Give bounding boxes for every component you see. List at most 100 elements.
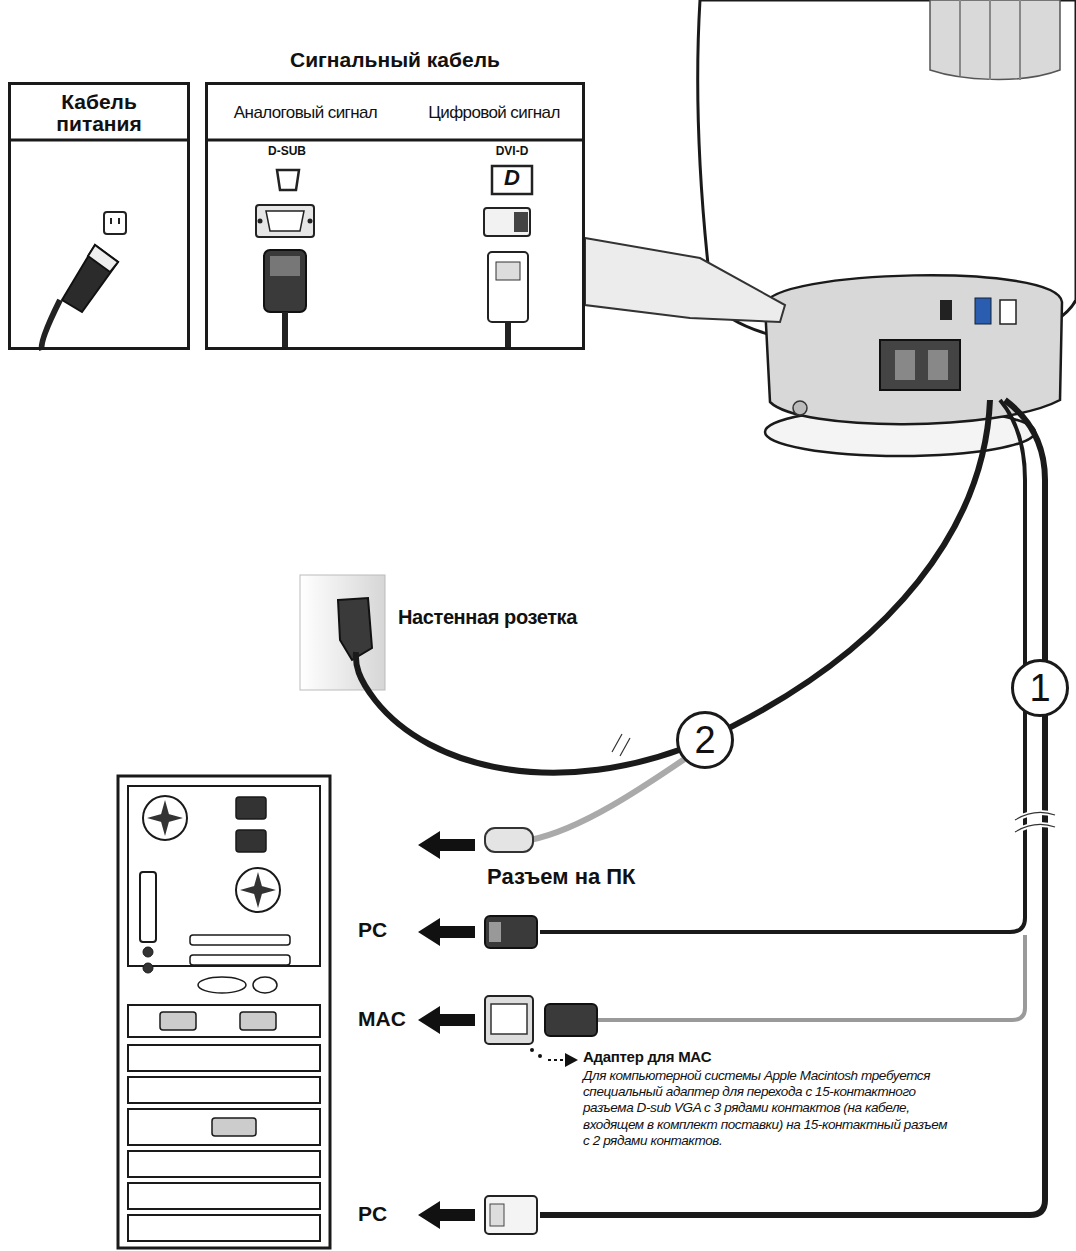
socket-pin (110, 218, 112, 224)
arrow-head (565, 1053, 578, 1067)
cable-holder-slot (928, 350, 948, 380)
power-plug-icon (42, 212, 126, 350)
dsub-connector (256, 170, 314, 348)
plug-grip (496, 262, 520, 280)
expansion-slot (128, 1109, 320, 1145)
wall-plug (338, 598, 372, 660)
parallel-port (140, 872, 156, 942)
dvi-socket (484, 208, 530, 236)
socket-symbol (104, 212, 126, 234)
plug-face (489, 922, 501, 942)
expansion-slot (128, 1045, 320, 1071)
note-text: Для компьютерной системы Apple Macintosh… (583, 1068, 955, 1149)
ps2-port (143, 947, 153, 957)
vent-area (930, 0, 1060, 79)
zoom-callout (585, 238, 785, 322)
box-heading: Кабель питания (11, 85, 187, 141)
power-plug (62, 245, 118, 312)
dvi-plug (488, 252, 528, 322)
break-mark (1015, 812, 1055, 832)
part-name: Разъем на ПК (487, 864, 636, 890)
vent-rib (989, 0, 991, 80)
screw (793, 401, 807, 415)
io-bracket (128, 1005, 320, 1037)
header-line (205, 139, 585, 142)
pc-dsub-plug (485, 916, 537, 948)
dvi-cable (540, 400, 1045, 1215)
mac-plug (545, 1004, 597, 1036)
box-heading: Сигнальный кабель (208, 43, 582, 77)
arrows (418, 831, 475, 1229)
dashed-line (548, 1059, 565, 1061)
callout-number: 2 (679, 714, 731, 766)
mac-cable (598, 935, 1025, 1020)
signal-cable-box: Сигнальный кабельАналоговый сигналЦифров… (205, 82, 585, 350)
expansion-slot (128, 1215, 320, 1241)
dvi-socket-end (514, 212, 528, 232)
wall-outlet (300, 575, 385, 690)
power-socket (236, 830, 266, 852)
dsub-plug (264, 250, 306, 312)
vent-rib (1019, 0, 1021, 80)
connector-name: D-SUB (262, 144, 312, 158)
mac-adapter (485, 996, 533, 1044)
fan-blades (147, 800, 183, 836)
vent-rib (959, 0, 961, 76)
ps2-port (143, 963, 153, 973)
cable-holder (880, 340, 960, 390)
adapter-pointer (530, 1048, 578, 1067)
expansion-slot (128, 1077, 320, 1103)
power-connector (485, 828, 533, 852)
wall-plate (300, 575, 385, 690)
break-mark (612, 734, 630, 756)
plug-face (490, 1204, 504, 1226)
expansion-slot (128, 1151, 320, 1177)
dsub-cable (540, 400, 1025, 932)
dvi-symbol-letter: D (494, 165, 530, 191)
dsub-port (160, 1012, 196, 1030)
psu-panel (128, 786, 320, 966)
dsub-shell (256, 205, 314, 237)
power-cable (356, 400, 990, 840)
arrow (418, 918, 475, 946)
pc-dvi-plug (485, 1196, 537, 1234)
slot-cover (190, 955, 290, 965)
break-mark (612, 734, 630, 756)
port (253, 977, 277, 993)
break-mark (1015, 812, 1055, 832)
callout-circle: 1 (1011, 659, 1069, 717)
dot (538, 1054, 542, 1058)
power-cable-box: Кабель питания (8, 82, 190, 350)
power-socket (236, 797, 266, 819)
arrow (418, 1006, 475, 1034)
column-heading: Аналоговый сигнал (208, 85, 403, 141)
adapter-face (491, 1004, 527, 1034)
arrow (418, 831, 475, 859)
pc-case (118, 776, 330, 1248)
column-heading: Цифровой сигнал (403, 85, 585, 141)
cable (505, 322, 511, 348)
dvi-plug (1000, 300, 1016, 324)
port-name: MAC (358, 1007, 406, 1031)
plug-face (88, 245, 118, 272)
plug-grip (270, 256, 300, 276)
power-cord (356, 400, 990, 773)
note-heading: Адаптер для MAC (583, 1048, 711, 1065)
pc-tower (118, 776, 330, 1248)
callout-number: 1 (1014, 662, 1066, 714)
part-name: Настенная розетка (398, 606, 577, 629)
header-line (8, 139, 190, 142)
power-cord-pc (530, 745, 705, 840)
usb-port (198, 977, 246, 993)
vga-plug (975, 298, 991, 324)
screw (308, 219, 313, 224)
box-headers (8, 139, 585, 142)
monitor (698, 0, 1076, 456)
arrow (418, 1201, 475, 1229)
dsub-symbol (277, 170, 299, 190)
dsub-port (212, 1118, 256, 1136)
dot (530, 1048, 534, 1052)
power-cord (42, 300, 60, 350)
port-name: PC (358, 918, 387, 942)
